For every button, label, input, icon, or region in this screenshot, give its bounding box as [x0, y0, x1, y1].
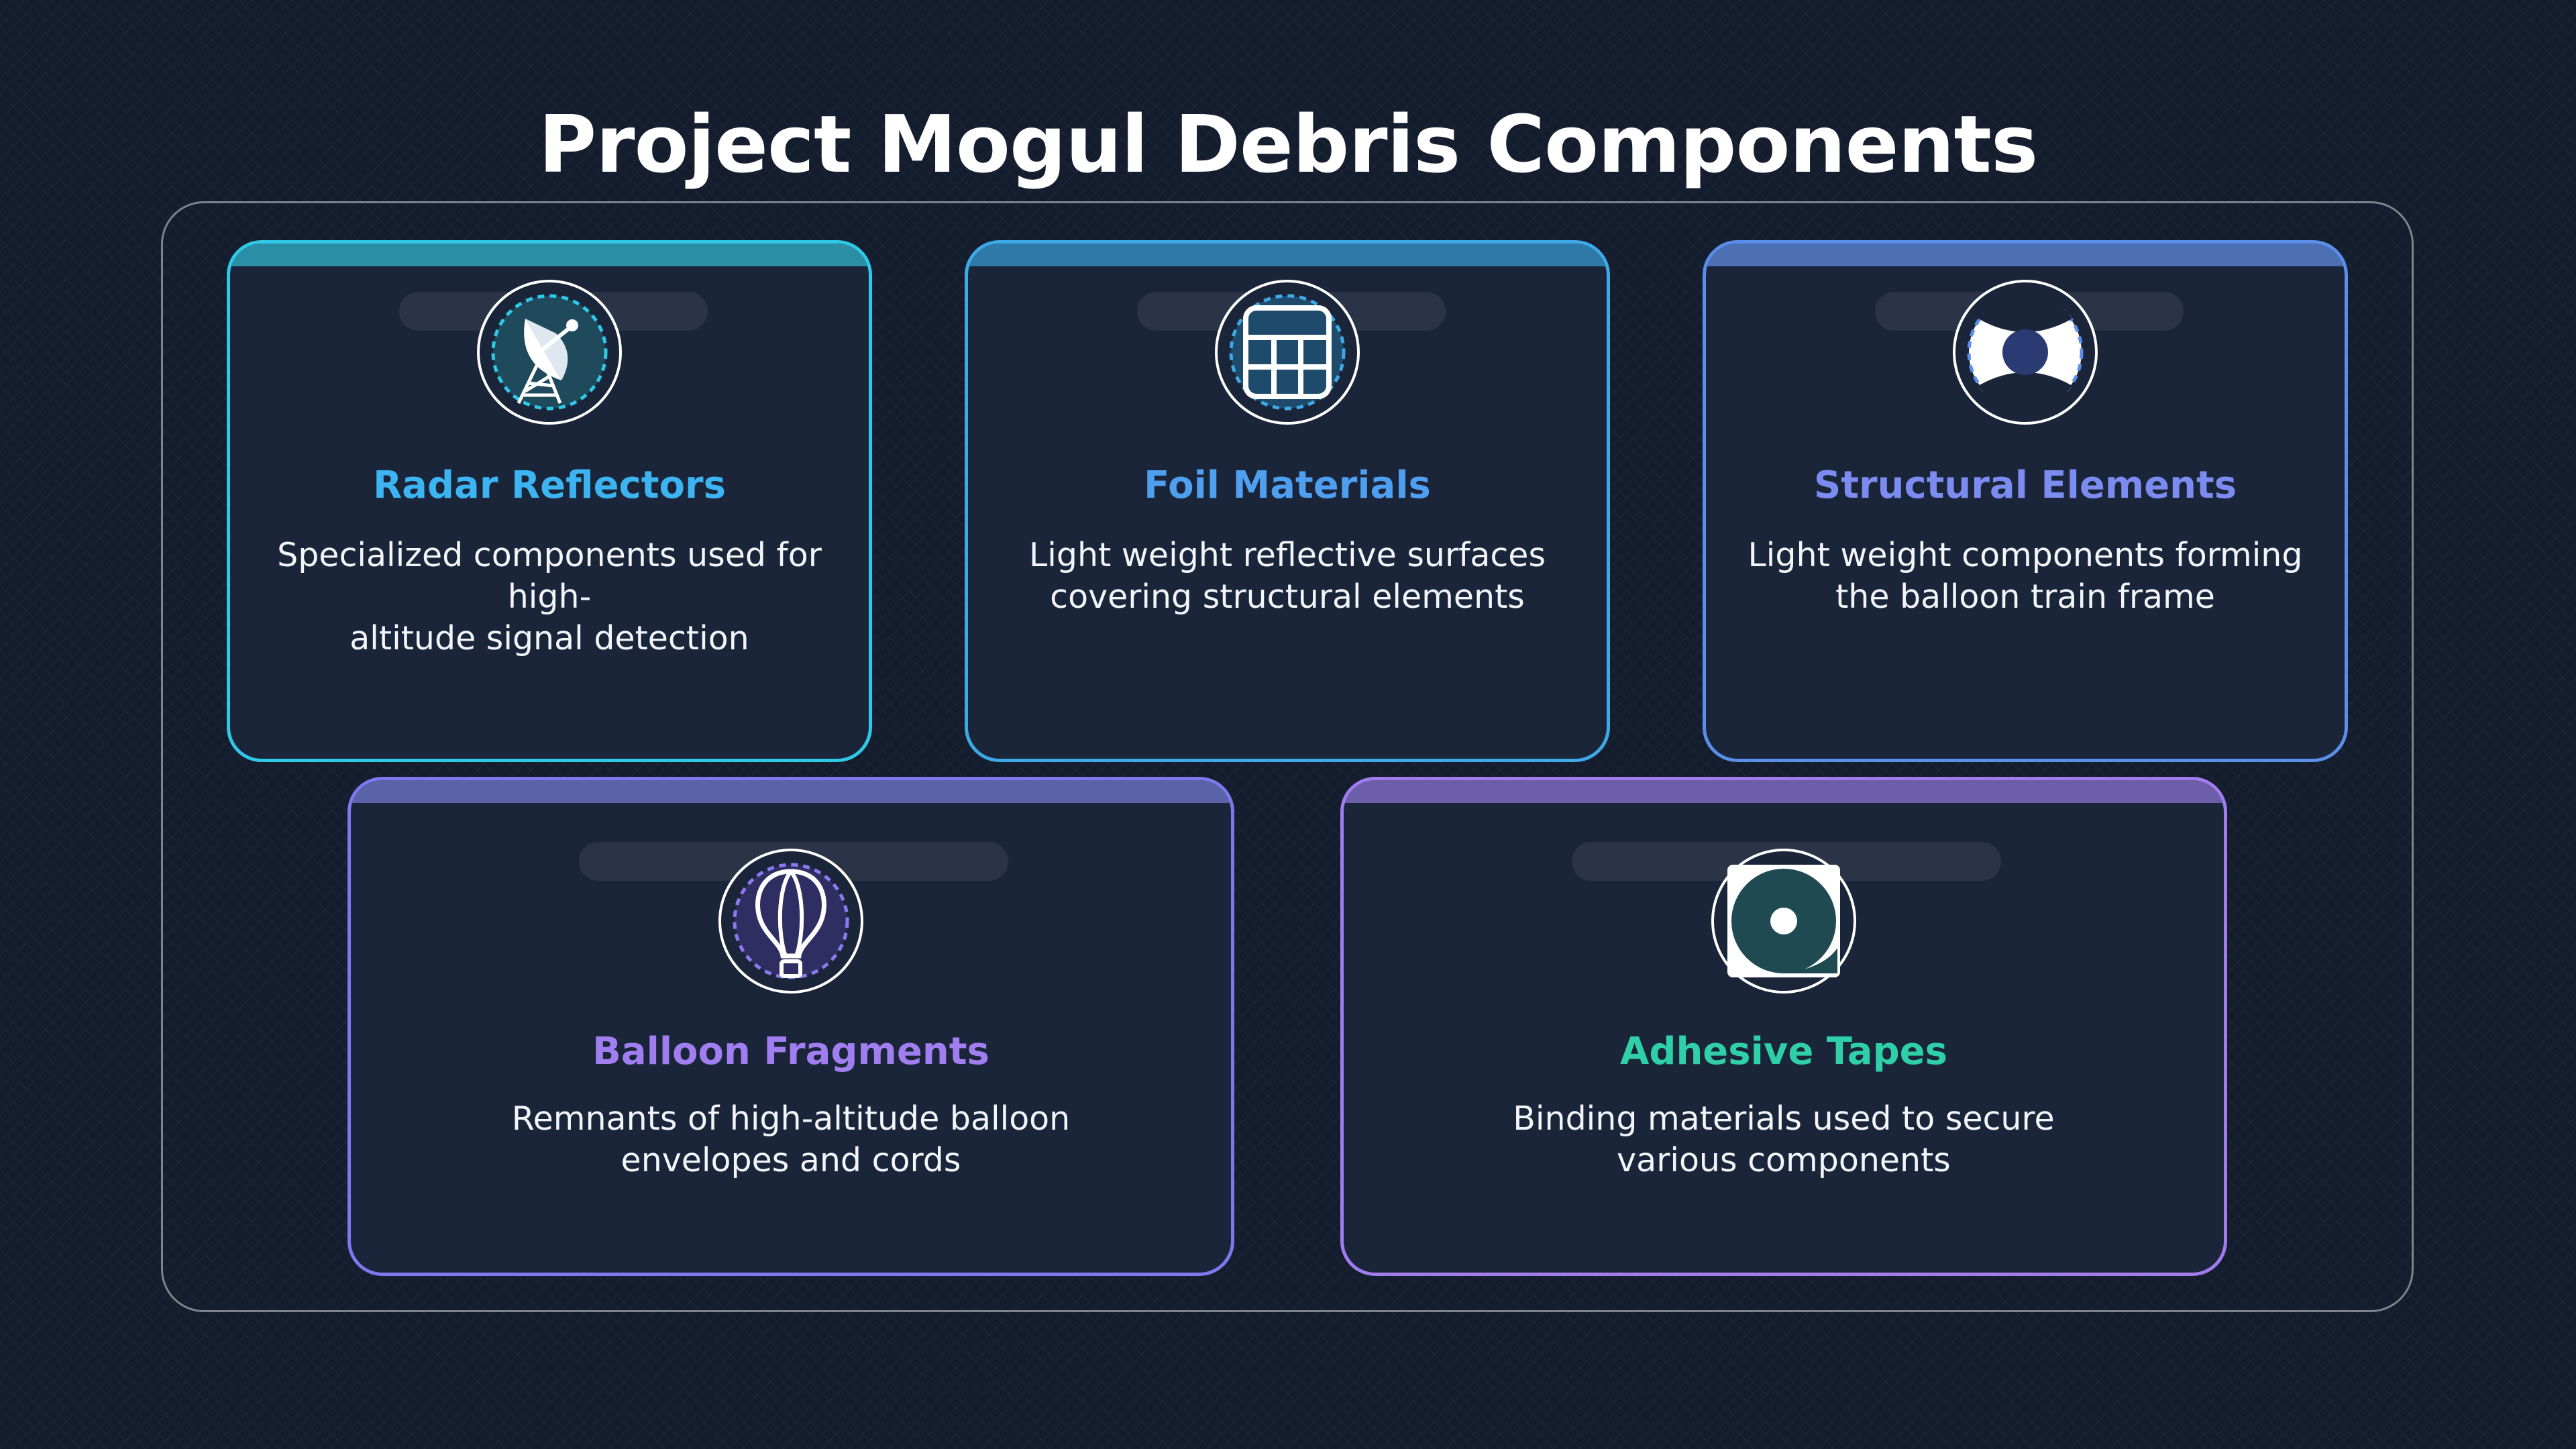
grid-panel-icon: [1214, 278, 1361, 426]
card-title: Adhesive Tapes: [1620, 1030, 1947, 1073]
tape-roll-icon: [1710, 847, 1858, 995]
card-description-line: Specialized components used for high-: [277, 536, 822, 616]
card-title: Foil Materials: [1144, 464, 1431, 507]
card-foil-materials: Foil Materials Light weight reflective s…: [965, 240, 1610, 762]
card-description-line: various components: [1617, 1141, 1951, 1179]
card-description: Remnants of high-altitude balloon envelo…: [364, 1098, 1218, 1181]
card-description-line: envelopes and cords: [621, 1141, 961, 1179]
card-balloon-fragments: Balloon Fragments Remnants of high-altit…: [347, 777, 1234, 1276]
card-description: Binding materials used to secure various…: [1357, 1098, 2210, 1181]
card-header-bar: [351, 780, 1231, 803]
card-header-bar: [1706, 244, 2345, 266]
page-title: Project Mogul Debris Components: [538, 98, 2038, 191]
card-header-bar: [968, 244, 1607, 266]
satellite-dish-icon: [476, 278, 623, 426]
card-header-bar: [230, 244, 869, 266]
card-title: Radar Reflectors: [373, 464, 726, 507]
card-description-line: Light weight reflective surfaces: [1029, 536, 1546, 574]
card-description-line: altitude signal detection: [350, 619, 749, 657]
card-description: Specialized components used for high- al…: [244, 535, 855, 659]
card-description-line: Light weight components forming: [1748, 536, 2303, 574]
card-description: Light weight reflective surfaces coverin…: [981, 535, 1593, 618]
card-title: Structural Elements: [1813, 464, 2237, 507]
hot-air-balloon-icon: [717, 847, 865, 995]
card-adhesive-tapes: Adhesive Tapes Binding materials used to…: [1340, 777, 2227, 1276]
card-title: Balloon Fragments: [592, 1030, 989, 1073]
card-radar-reflectors: Radar Reflectors Specialized components …: [227, 240, 872, 762]
diagram-frame: [161, 201, 2414, 1312]
ring-frame-icon: [1951, 278, 2099, 426]
card-description: Light weight components forming the ball…: [1719, 535, 2331, 618]
card-description-line: Remnants of high-altitude balloon: [511, 1099, 1071, 1138]
card-description-line: Binding materials used to secure: [1513, 1099, 2055, 1138]
card-description-line: covering structural elements: [1050, 578, 1525, 616]
card-description-line: the balloon train frame: [1835, 578, 2215, 616]
card-header-bar: [1344, 780, 2224, 803]
card-structural-elements: Structural Elements Light weight compone…: [1703, 240, 2348, 762]
